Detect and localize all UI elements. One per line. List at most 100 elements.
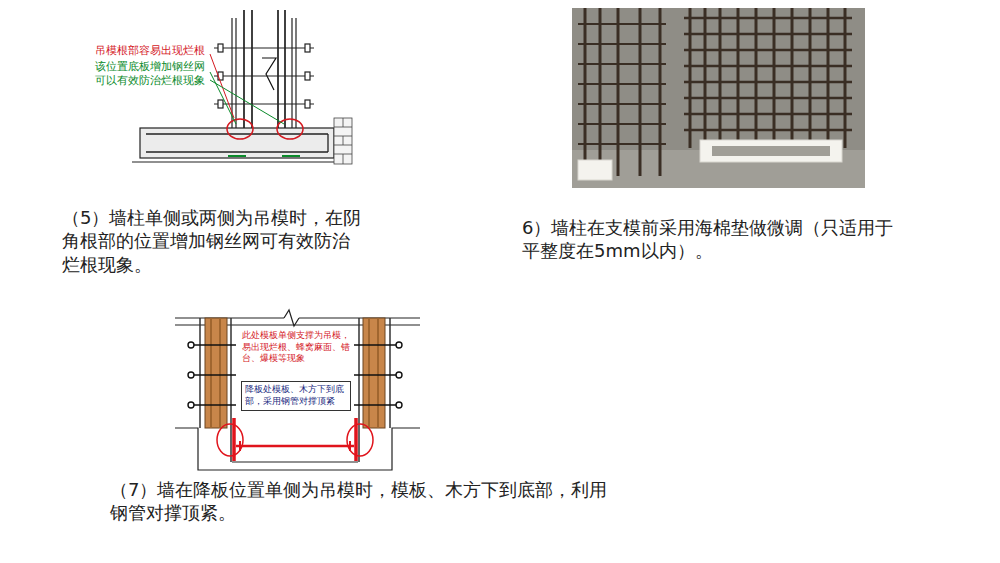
rebar <box>755 8 758 148</box>
callout-note: 该位置底板增加钢丝网可以有效防治烂根现象 <box>95 60 209 89</box>
nut <box>188 372 194 378</box>
stirrup <box>262 58 276 90</box>
stirrup <box>684 113 852 116</box>
stirrup <box>684 65 852 68</box>
callout-note: 此处模板单侧支撑为吊模，易出现烂根、蜂窝麻面、错台、爆模等现象 <box>242 330 350 365</box>
stirrup <box>578 23 666 25</box>
nut <box>305 72 310 80</box>
nut <box>188 402 194 408</box>
pit-floor <box>232 461 358 462</box>
stirrup <box>684 33 852 36</box>
leader-line <box>210 72 236 124</box>
stirrup <box>578 123 666 125</box>
sponge-pad <box>700 140 842 162</box>
wall-texture <box>210 318 212 428</box>
floor-outline <box>175 428 420 470</box>
wall-texture <box>368 318 370 428</box>
brick-joint <box>343 136 344 145</box>
brick-wall <box>334 118 352 164</box>
wire-mesh <box>282 155 300 157</box>
form-panel <box>230 318 232 462</box>
form-panel <box>389 318 391 428</box>
left-cage <box>578 8 666 176</box>
rebar-photo <box>572 8 865 188</box>
slab-edge <box>175 317 284 318</box>
rebar <box>737 8 740 148</box>
tie-bolt <box>188 344 236 345</box>
break-mark <box>284 310 299 326</box>
stirrup <box>684 81 852 84</box>
form-panel <box>295 18 296 128</box>
tie-bolt <box>354 374 402 375</box>
cloud-mark <box>347 424 373 456</box>
slab <box>140 128 334 158</box>
wall-texture <box>377 318 379 428</box>
callout-note: 吊模根部容易出现烂根 <box>95 44 209 58</box>
tie-bolt <box>214 47 314 48</box>
wall-texture <box>219 318 221 428</box>
photo-ground <box>572 8 865 188</box>
caption: 6）墙柱在支模前采用海棉垫做微调（只适用于平整度在5mm以内）。 <box>522 216 902 263</box>
slab-rebar <box>327 134 328 152</box>
steel-pipe-brace <box>217 418 373 461</box>
ground-line <box>132 161 352 162</box>
stirrup <box>684 49 852 52</box>
tie-bolt <box>354 404 402 405</box>
rebar <box>791 8 794 148</box>
rebar <box>659 8 662 176</box>
stirrup <box>578 143 666 145</box>
rebar <box>809 8 812 148</box>
wall <box>205 318 227 428</box>
rebar <box>584 8 587 176</box>
form-panel <box>235 18 236 128</box>
wire-mesh <box>228 155 246 157</box>
floor-slab <box>132 128 352 162</box>
problem-marks <box>210 54 303 139</box>
form-panel <box>291 18 292 128</box>
brick <box>334 118 352 164</box>
walls <box>200 318 390 462</box>
tie-bolt <box>188 404 236 405</box>
rebar <box>844 8 847 148</box>
brick-joint <box>343 118 344 127</box>
stirrup <box>684 17 852 20</box>
caption: （5）墙柱单侧或两侧为吊模时，在阴角根部的位置增加钢丝网可有效防治烂根现象。 <box>62 206 362 276</box>
leader-line <box>210 80 284 124</box>
rebar <box>719 8 722 148</box>
steel-pipe <box>236 445 354 448</box>
wall-formwork <box>232 18 296 128</box>
rebar <box>599 8 602 176</box>
right-cage <box>684 8 852 148</box>
sponge-pad <box>578 160 612 180</box>
stirrup <box>578 83 666 85</box>
wall <box>363 318 385 428</box>
form-panel <box>199 318 201 428</box>
caption: （7）墙在降板位置单侧为吊模时，模板、木方下到底部，利用钢管对撑顶紧。 <box>110 478 610 525</box>
rebar <box>773 8 776 148</box>
lowered-slab-section <box>175 310 420 470</box>
tie-bolts <box>214 44 314 108</box>
stirrup <box>578 103 666 105</box>
tie-bolt <box>214 75 314 76</box>
cloud-mark <box>227 119 253 139</box>
nut <box>188 342 194 348</box>
brick-joint <box>343 154 344 164</box>
rebar <box>689 8 692 148</box>
nut <box>396 402 402 408</box>
nut <box>396 342 402 348</box>
nut <box>305 44 310 52</box>
rebar <box>617 8 620 176</box>
stirrup <box>578 43 666 45</box>
leader-line <box>210 54 234 118</box>
stirrup <box>684 97 852 100</box>
rebar <box>704 8 707 148</box>
stirrup <box>578 63 666 65</box>
nut <box>218 44 223 52</box>
slab-rebar <box>146 151 328 152</box>
tie-bolts <box>188 342 402 408</box>
box-text: 降板处模板、木方下到底部，采用钢管对撑顶紧 <box>245 384 347 407</box>
rebar <box>639 8 642 176</box>
note-box: 降板处模板、木方下到底部，采用钢管对撑顶紧 <box>241 381 351 411</box>
rebar <box>827 8 830 148</box>
